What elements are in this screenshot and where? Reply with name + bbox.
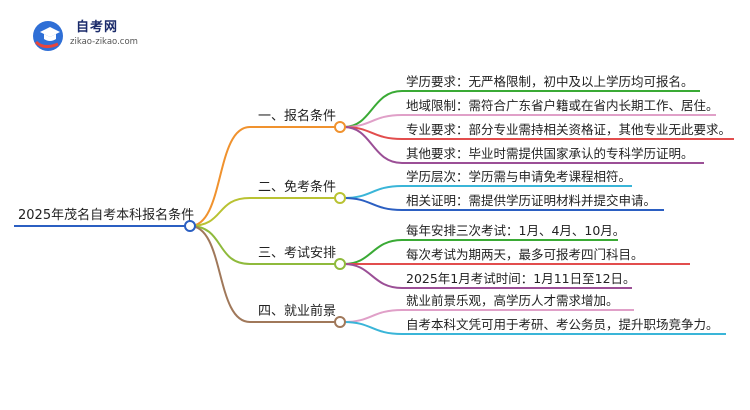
branch-2-label[interactable]: 二、免考条件 <box>258 180 337 195</box>
branch-3-curve <box>189 225 251 265</box>
root-topic[interactable]: 2025年茂名自考本科报名条件 <box>18 208 195 223</box>
leaf-4-1[interactable]: 就业前景乐观，高学历人才需求增加。 <box>406 293 619 308</box>
leaf-1-2[interactable]: 地域限制：需符合广东省户籍或在省内长期工作、居住。 <box>406 98 719 113</box>
leaf-4-2[interactable]: 自考本科文凭可用于考研、考公务员，提升职场竞争力。 <box>406 317 719 332</box>
branch-1-node <box>334 121 346 133</box>
leaf-1-1[interactable]: 学历要求：无严格限制，初中及以上学历均可报名。 <box>406 74 694 89</box>
branch-4-curve <box>189 225 251 323</box>
leaf-3-1[interactable]: 每年安排三次考试：1月、4月、10月。 <box>406 223 626 238</box>
root-node <box>184 220 196 232</box>
branch-2-node <box>334 192 346 204</box>
leaf-2-2-curve <box>343 197 403 211</box>
logo-url: zikao-zikao.com <box>70 37 138 47</box>
leaf-1-4-curve <box>343 126 403 164</box>
leaf-3-1-curve <box>343 239 403 265</box>
branch-4-node <box>334 316 346 328</box>
logo-title: 自考网 <box>76 20 119 35</box>
branch-2-curve <box>189 197 251 227</box>
branch-1-curve <box>189 126 251 227</box>
site-logo[interactable]: 自考网 zikao-zikao.com <box>30 14 170 58</box>
leaf-1-3[interactable]: 专业要求：部分专业需持相关资格证，其他专业无此要求。 <box>406 122 732 137</box>
leaf-4-2-curve <box>343 321 403 335</box>
branch-4-label[interactable]: 四、就业前景 <box>258 304 337 319</box>
branch-3-node <box>334 258 346 270</box>
leaf-3-2[interactable]: 每次考试为期两天，最多可报考四门科目。 <box>406 247 644 262</box>
leaf-4-1-curve <box>343 309 403 323</box>
leaf-2-1[interactable]: 学历层次：学历需与申请免考课程相符。 <box>406 169 632 184</box>
leaf-3-3[interactable]: 2025年1月考试时间：1月11日至12日。 <box>406 271 636 286</box>
leaf-2-1-curve <box>343 185 403 199</box>
branch-3-label[interactable]: 三、考试安排 <box>258 246 337 261</box>
mortarboard-icon <box>33 21 63 51</box>
leaf-2-2[interactable]: 相关证明：需提供学历证明材料并提交申请。 <box>406 193 657 208</box>
branch-1-label[interactable]: 一、报名条件 <box>258 109 337 124</box>
leaf-1-4[interactable]: 其他要求：毕业时需提供国家承认的专科学历证明。 <box>406 146 694 161</box>
leaf-3-3-curve <box>343 263 403 289</box>
